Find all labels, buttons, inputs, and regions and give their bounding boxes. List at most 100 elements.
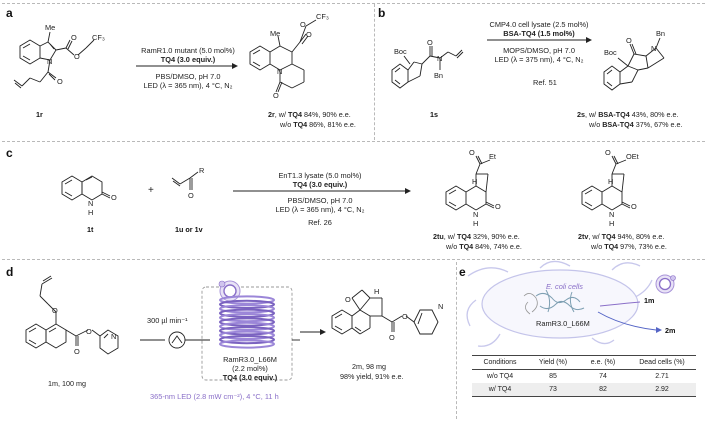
product-2s-o-text: O <box>626 36 632 45</box>
product-2r-o2-text: O <box>300 20 306 29</box>
coil-loop <box>219 330 275 340</box>
table-header-row: Conditions Yield (%) e.e. (%) Dead cells… <box>472 355 696 370</box>
conditions-a-line1: RamR1.0 mutant (5.0 mol%) <box>141 46 235 55</box>
results-tu-line2: w/o TQ4 84%, 74% e.e. <box>446 242 522 251</box>
coil-loop <box>219 295 275 305</box>
substrate-1m-o2-text: O <box>86 327 92 336</box>
substrate-1s-label: 1s <box>430 110 438 119</box>
substrate-1r-o2-text: O <box>74 52 80 61</box>
product-2m-o1-text: O <box>345 295 351 304</box>
product-2m-label: 2m, 98 mg <box>352 362 386 371</box>
catalyst-label-1: RamR3.0_L66M <box>223 355 277 364</box>
product-2s-bn-text: Bn <box>656 29 666 38</box>
conditions-c-line5: Ref. 26 <box>308 218 332 227</box>
product-2r-me-text: Me <box>270 29 281 38</box>
product-2m-yield: 98% yield, 91% e.e. <box>340 372 404 381</box>
coil-loop <box>219 304 275 314</box>
substrate-1t-o-text: O <box>111 193 117 202</box>
plus-sign: + <box>148 185 154 196</box>
product-2tu-o2-text: O <box>495 202 501 211</box>
separator-ab-c <box>2 141 705 142</box>
conditions-c-line1: EnT1.3 lysate (5.0 mol%) <box>278 171 362 180</box>
table-header-yield: Yield (%) <box>528 355 578 370</box>
conditions-c-line3: PBS/DMSO, pH 7.0 <box>287 196 353 205</box>
product-2tu-o-text: O <box>469 148 475 157</box>
substrate-1u-1v-label: 1u or 1v <box>175 225 203 234</box>
conditions-b-line4: LED (λ = 375 nm), 4 °C, N₂ <box>494 55 584 64</box>
product-2m-out-label: 2m <box>665 326 676 335</box>
results-tv-line2: w/o TQ4 97%, 73% e.e. <box>591 242 667 251</box>
substrate-1m-n-text: N <box>111 332 117 341</box>
substrate-1r-o-text: O <box>71 33 77 42</box>
coil-loop <box>219 326 275 336</box>
substrate-1r-me-text: Me <box>45 23 56 32</box>
separator-top <box>2 3 705 4</box>
table-cell-conditions: w/o TQ4 <box>486 373 514 380</box>
coil-loop <box>219 317 275 327</box>
product-2tv-o2-text: O <box>631 202 637 211</box>
results-a-line1: 2r, w/ TQ4 84%, 90% e.e. <box>268 110 351 119</box>
reference-b: Ref. 51 <box>533 78 557 87</box>
separator-c-de <box>2 259 705 260</box>
flow-rate-label: 300 µl min⁻¹ <box>147 316 188 325</box>
substrate-1s-o-text: O <box>427 38 433 47</box>
coil-loop <box>219 339 275 349</box>
separator-de <box>456 262 457 419</box>
separator-ab <box>374 4 375 140</box>
coil-loop <box>219 335 275 345</box>
table-cell-yield: 73 <box>528 383 578 397</box>
table-cell-ee: 74 <box>599 373 607 380</box>
product-2m-n-text: N <box>438 302 444 311</box>
table-header-ee: e.e. (%) <box>578 355 628 370</box>
panel-letter-e: e <box>459 265 466 279</box>
conditions-a-line3: PBS/DMSO, pH 7.0 <box>155 72 221 81</box>
conditions-c-line4: LED (λ = 365 nm), 4 °C, N₂ <box>275 205 365 214</box>
catalyst-label-3: TQ4 (3.0 equiv.) <box>222 373 278 382</box>
substrate-1r-cf3-text: CF₃ <box>92 33 105 42</box>
panel-letter-d: d <box>6 265 14 279</box>
table-cell-ee: 82 <box>578 383 628 397</box>
table-header-dead-cells: Dead cells (%) <box>628 355 696 370</box>
catalyst-label-2: (2.2 mol%) <box>232 364 268 373</box>
product-2r-o-text: O <box>306 30 312 39</box>
substrate-1s-boc-text: Boc <box>394 47 407 56</box>
product-2s-boc-text: Boc <box>604 48 617 57</box>
coil-loop <box>219 321 275 331</box>
led-conditions: 365-nm LED (2.8 mW cm⁻²), 4 °C, 11 h <box>150 392 279 401</box>
conditions-a-line4: LED (λ = 365 nm), 4 °C, N₂ <box>143 81 233 90</box>
substrate-1m-label: 1m, 100 mg <box>48 379 86 388</box>
substrate-1s-n-text: N <box>437 54 443 63</box>
table-row: w/o TQ4 85 74 2.71 <box>472 370 696 384</box>
product-2r-cf3-text: CF₃ <box>316 12 329 21</box>
results-table: Conditions Yield (%) e.e. (%) Dead cells… <box>472 355 696 397</box>
product-2m-o3-text: O <box>389 333 395 342</box>
substrate-1r-label: 1r <box>36 110 43 119</box>
product-2tu-h-text: H <box>472 177 478 186</box>
coil-loop <box>219 299 275 309</box>
table-cell-dead-cells: 2.92 <box>628 383 696 397</box>
product-2m-h-text: H <box>374 287 380 296</box>
substrate-enone-r-text: R <box>199 166 205 175</box>
table-cell-yield: 85 <box>549 373 557 380</box>
conditions-c-line2: TQ4 (3.0 equiv.) <box>292 180 348 189</box>
product-2m-o2-text: O <box>402 312 408 321</box>
substrate-1r-o3-text: O <box>57 77 63 86</box>
results-b-line2: w/o BSA-TQ4 37%, 67% e.e. <box>589 120 683 129</box>
